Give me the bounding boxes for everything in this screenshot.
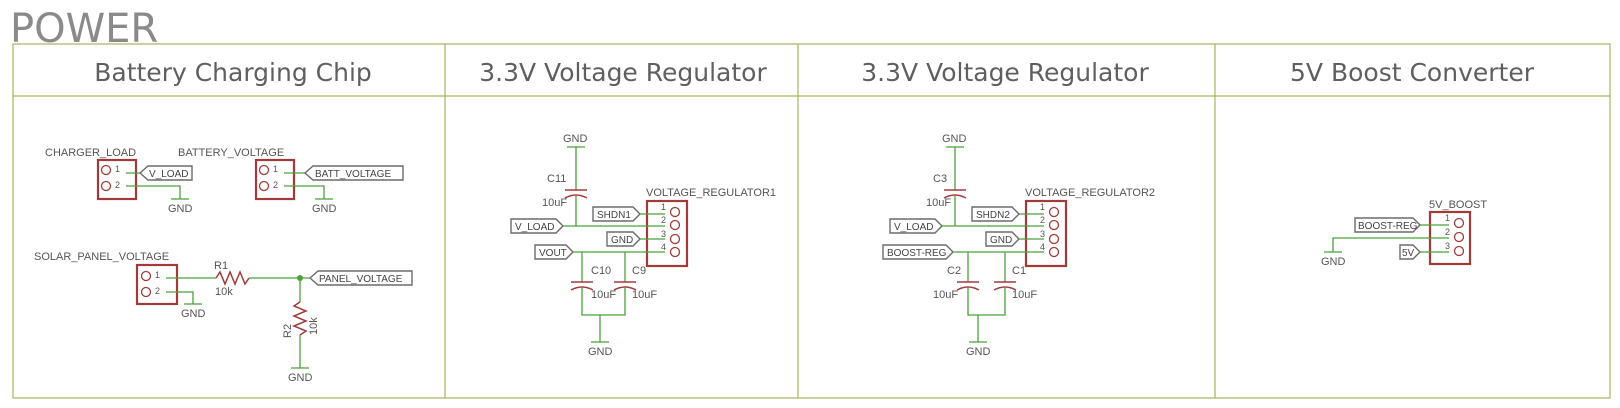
batt-voltage-flag-text: BATT_VOLTAGE [315, 169, 391, 180]
gnd-flag [606, 231, 641, 247]
gnd-label: GND [966, 346, 991, 358]
svg-text:1: 1 [155, 270, 160, 280]
panel-voltage-flag-text: PANEL_VOLTAGE [319, 274, 403, 285]
capacitor-c11: C11 10uF [542, 173, 588, 209]
v-load-flag [138, 165, 193, 181]
gnd-flag [985, 231, 1020, 247]
vout-flag-text: VOUT [539, 248, 567, 259]
svg-text:2: 2 [661, 215, 666, 225]
r2-value: 10k [308, 317, 320, 335]
svg-text:2: 2 [273, 180, 278, 190]
gnd-label: GND [563, 133, 588, 145]
capacitor-c10: C10 10uF [570, 265, 616, 301]
gnd-label: GND [1321, 256, 1346, 268]
gnd-label: GND [312, 203, 337, 215]
gnd-flag-text: GND [611, 235, 633, 246]
capacitor-c3: C3 10uF [926, 173, 967, 209]
resistor-r2: R2 10k [282, 301, 320, 338]
c10-value: 10uF [591, 289, 616, 301]
gnd-label: GND [181, 308, 206, 320]
c2-name: C2 [947, 265, 961, 277]
voltage-regulator-2: VOLTAGE_REGULATOR2 1 2 3 4 [1024, 187, 1155, 268]
svg-text:2: 2 [1445, 227, 1450, 237]
battery-voltage-connector: BATTERY_VOLTAGE 1 2 [178, 147, 296, 201]
page-title: POWER [10, 6, 158, 52]
svg-text:2: 2 [115, 180, 120, 190]
gnd-label: GND [588, 346, 613, 358]
svg-text:3: 3 [1445, 241, 1450, 251]
capacitor-c1: C1 10uF [993, 265, 1037, 301]
c9-name: C9 [632, 265, 646, 277]
5v-flag-text: 5V [1402, 248, 1415, 259]
v-load-flag-text: V_LOAD [149, 169, 188, 180]
shdn2-flag-text: SHDN2 [976, 210, 1010, 221]
c9-value: 10uF [632, 289, 657, 301]
5v-flag [1399, 244, 1421, 260]
boost-reg-flag [882, 244, 954, 260]
boost-name: 5V_BOOST [1429, 199, 1487, 211]
svg-text:3: 3 [661, 229, 666, 239]
c3-name: C3 [933, 173, 947, 185]
svg-text:2: 2 [1040, 215, 1045, 225]
svg-text:1: 1 [1040, 202, 1045, 212]
c11-name: C11 [547, 173, 566, 185]
r1-value: 10k [215, 286, 233, 298]
svg-text:1: 1 [273, 164, 278, 174]
c2-value: 10uF [933, 289, 958, 301]
gnd-label: GND [168, 203, 193, 215]
section-title-boost: 5V Boost Converter [1290, 58, 1535, 87]
solar-panel-connector: SOLAR_PANEL_VOLTAGE 1 2 [34, 251, 179, 306]
regulator-2-name: VOLTAGE_REGULATOR2 [1025, 187, 1155, 199]
panel-voltage-flag [308, 270, 413, 286]
svg-text:1: 1 [115, 164, 120, 174]
v-load-flag-text: V_LOAD [515, 222, 554, 233]
section-title-regulator-1: 3.3V Voltage Regulator [479, 58, 767, 87]
boost-reg-flag-text: BOOST-REG [887, 248, 947, 259]
r1-name: R1 [214, 260, 228, 272]
boost-reg-flag [1354, 217, 1421, 233]
shdn1-flag [592, 206, 641, 222]
svg-text:2: 2 [155, 286, 160, 296]
c3-value: 10uF [926, 197, 951, 209]
boost-converter: 5V_BOOST 1 2 3 [1428, 199, 1487, 266]
gnd-flag-text: GND [990, 235, 1012, 246]
capacitor-c2: C2 10uF [933, 265, 980, 301]
solar-panel-label: SOLAR_PANEL_VOLTAGE [34, 251, 169, 263]
section-title-battery: Battery Charging Chip [94, 58, 372, 87]
gnd-label: GND [942, 133, 967, 145]
svg-text:3: 3 [1040, 229, 1045, 239]
svg-text:4: 4 [661, 242, 666, 252]
v-load-flag [889, 218, 943, 234]
regulator-1-name: VOLTAGE_REGULATOR1 [646, 187, 776, 199]
schematic-frame [12, 43, 1611, 399]
vout-flag [534, 244, 574, 260]
voltage-regulator-1: VOLTAGE_REGULATOR1 1 2 3 4 [645, 187, 776, 268]
c1-name: C1 [1012, 265, 1026, 277]
resistor-r1: R1 10k [214, 260, 250, 298]
charger-load-connector: CHARGER_LOAD 1 2 [45, 147, 138, 201]
c1-value: 10uF [1012, 289, 1037, 301]
shdn1-flag-text: SHDN1 [597, 210, 631, 221]
charger-load-label: CHARGER_LOAD [45, 147, 136, 159]
section-title-regulator-2: 3.3V Voltage Regulator [861, 58, 1149, 87]
v-load-flag-text: V_LOAD [894, 222, 933, 233]
v-load-flag [510, 218, 564, 234]
batt-voltage-flag [303, 165, 404, 181]
shdn2-flag [971, 206, 1020, 222]
svg-text:1: 1 [1445, 213, 1450, 223]
battery-voltage-label: BATTERY_VOLTAGE [178, 147, 284, 159]
boost-reg-flag-text: BOOST-REG [1358, 221, 1418, 232]
r2-name: R2 [282, 324, 294, 338]
capacitor-c9: C9 10uF [613, 265, 657, 301]
svg-text:4: 4 [1040, 242, 1045, 252]
c10-name: C10 [591, 265, 611, 277]
c11-value: 10uF [542, 197, 567, 209]
gnd-label: GND [288, 372, 313, 384]
svg-text:1: 1 [661, 202, 666, 212]
